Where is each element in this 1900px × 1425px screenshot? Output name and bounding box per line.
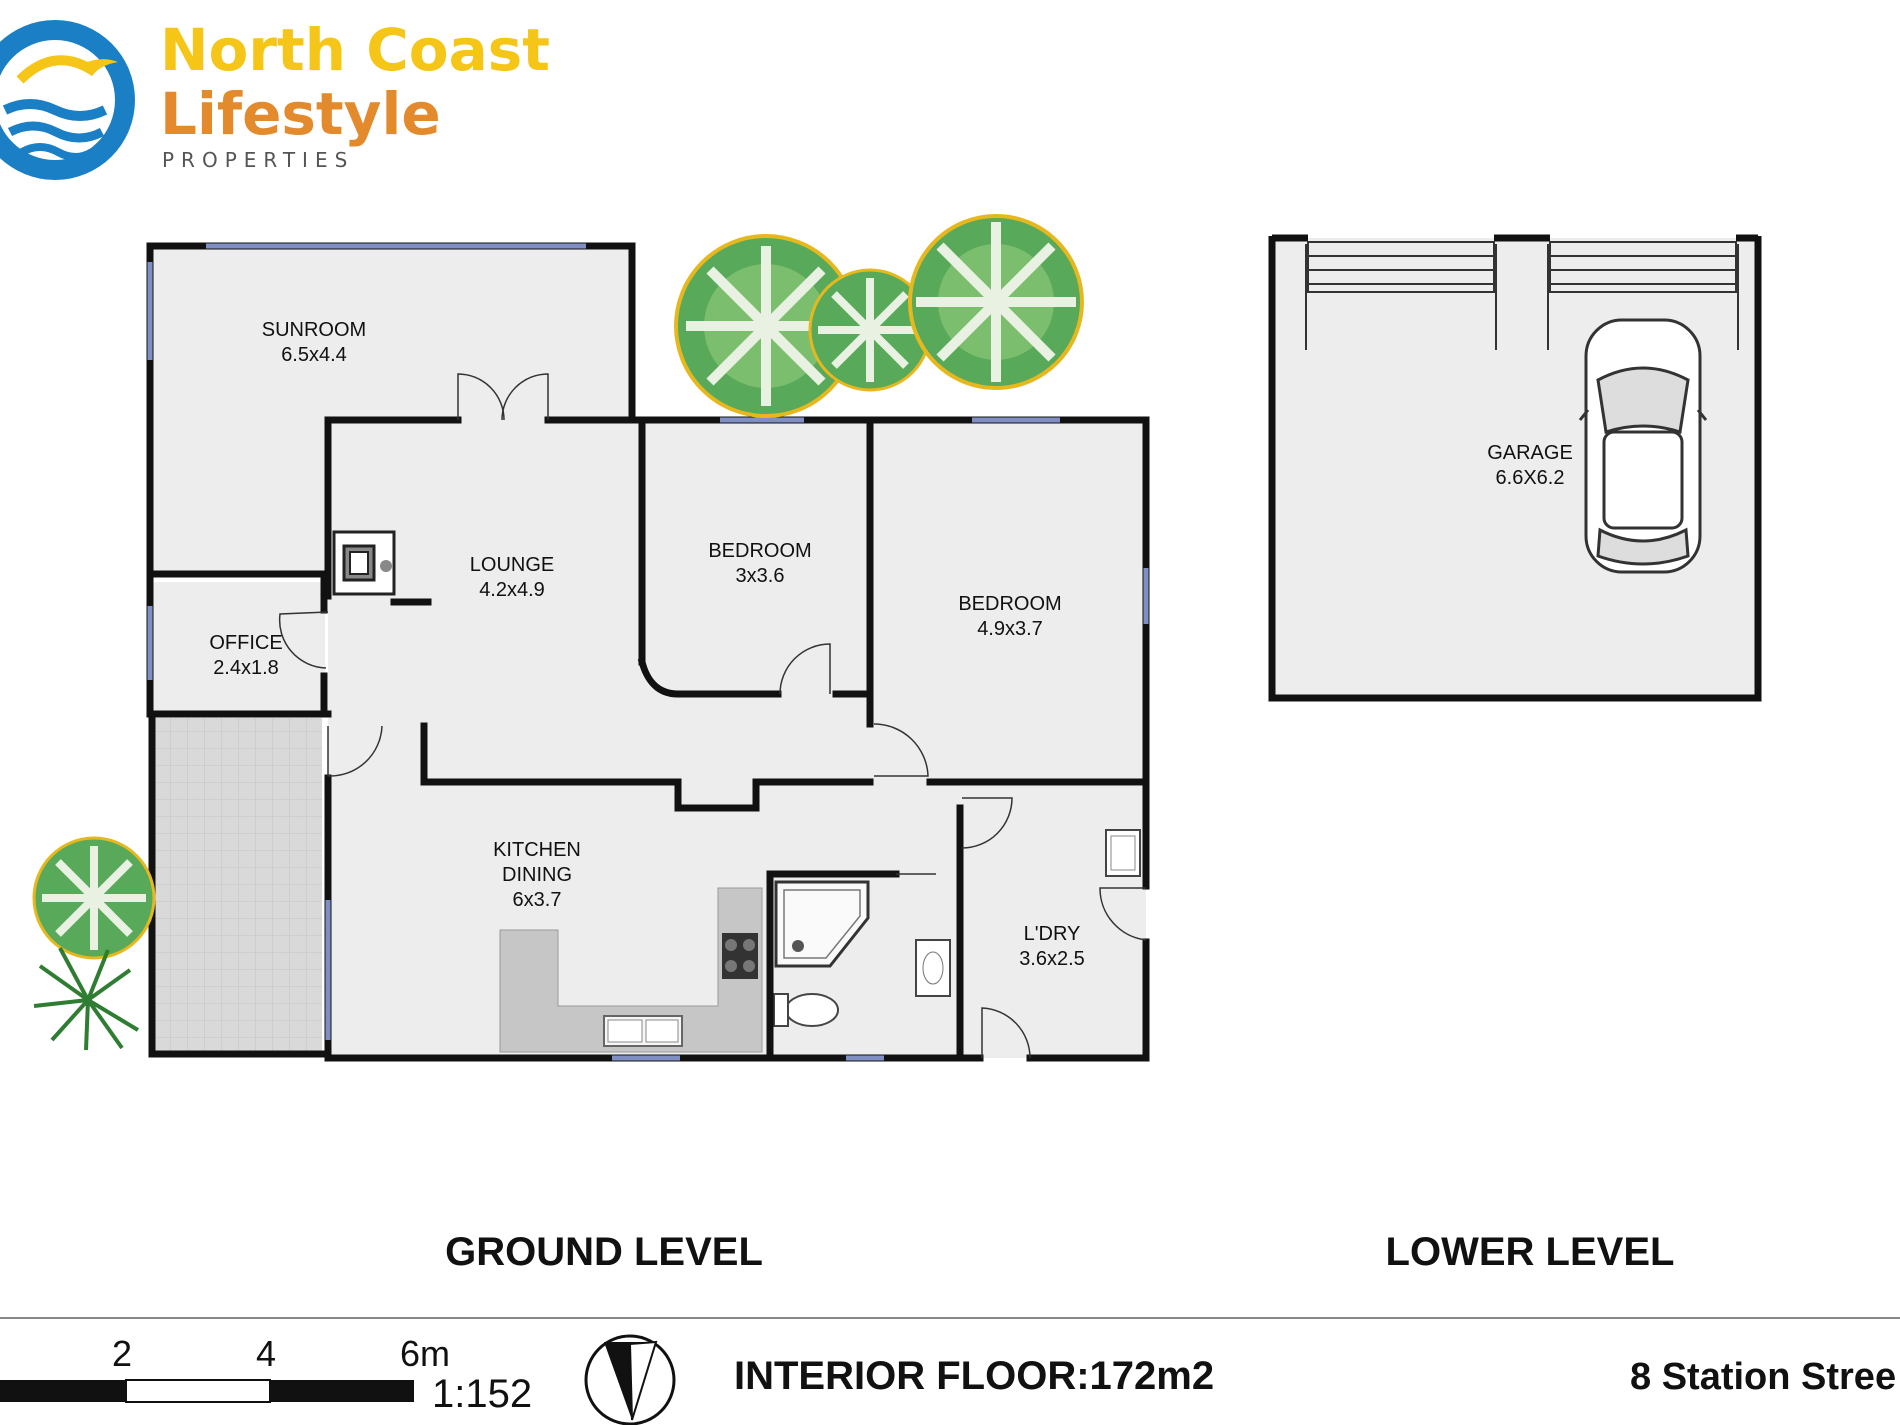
room-name: BEDROOM bbox=[958, 593, 1062, 615]
scale-tick-2: 2 bbox=[112, 1333, 133, 1374]
toilet-icon bbox=[785, 993, 839, 1027]
room-size: 6.5x4.4 bbox=[281, 344, 347, 366]
level-title-lower: LOWER LEVEL bbox=[1385, 1230, 1675, 1274]
room-size: 6.6X6.2 bbox=[1495, 467, 1565, 489]
office-floor bbox=[150, 582, 325, 714]
brand-line-1: North Coast bbox=[160, 16, 550, 84]
fireplace-icon bbox=[332, 530, 396, 596]
basin-icon bbox=[915, 939, 951, 997]
bathroom bbox=[773, 880, 951, 1027]
bedroom2-floor bbox=[870, 422, 1146, 782]
tree-icon-3 bbox=[908, 214, 1084, 390]
tree-icon-2 bbox=[808, 268, 932, 392]
patio-floor bbox=[152, 718, 322, 1054]
room-name: KITCHEN bbox=[493, 839, 581, 861]
room-size: 6x3.7 bbox=[512, 889, 562, 911]
doors bbox=[278, 373, 1147, 1059]
room-name: LOUNGE bbox=[469, 554, 555, 576]
room-label-kitchen: KITCHEN DINING 6x3.7 bbox=[445, 838, 629, 913]
room-name: GARAGE bbox=[1487, 442, 1573, 464]
windows bbox=[147, 243, 1149, 1061]
room-label-garage: GARAGE 6.6X6.2 bbox=[1438, 441, 1622, 491]
room-name-2: DINING bbox=[502, 864, 572, 886]
brand-line-2: Lifestyle bbox=[160, 80, 441, 148]
logo-mark-icon bbox=[0, 20, 135, 180]
room-label-office: OFFICE 2.4x1.8 bbox=[154, 631, 338, 681]
room-size: 3.6x2.5 bbox=[1019, 948, 1085, 970]
hall-floor bbox=[642, 694, 870, 782]
scale-tick-4: 4 bbox=[256, 1333, 277, 1374]
room-label-bedroom-2: BEDROOM 4.9x3.7 bbox=[918, 592, 1102, 642]
room-label-sunroom: SUNROOM 6.5x4.4 bbox=[222, 318, 406, 368]
garage-door-right-icon bbox=[1547, 241, 1739, 350]
cooktop-icon bbox=[722, 933, 758, 979]
room-label-lounge: LOUNGE 4.2x4.9 bbox=[420, 553, 604, 603]
scale-ratio: 1:152 bbox=[432, 1372, 533, 1416]
bedroom1-floor bbox=[642, 422, 870, 694]
level-title-ground: GROUND LEVEL bbox=[445, 1230, 763, 1274]
room-label-bedroom-1: BEDROOM 3x3.6 bbox=[668, 539, 852, 589]
room-size: 3x3.6 bbox=[735, 565, 785, 587]
north-arrow-icon bbox=[584, 1334, 676, 1425]
scale-bar bbox=[0, 1379, 414, 1403]
scale-tick-6m: 6m bbox=[400, 1333, 451, 1374]
kitchen-counters bbox=[499, 887, 763, 1053]
room-name: OFFICE bbox=[209, 632, 283, 654]
garage-door-left-icon bbox=[1305, 241, 1497, 350]
property-address: 8 Station Stree bbox=[1630, 1356, 1897, 1398]
interior-floor-area: INTERIOR FLOOR:172m2 bbox=[734, 1354, 1215, 1398]
room-name: SUNROOM bbox=[261, 319, 367, 341]
tree-icon-4 bbox=[32, 836, 156, 960]
shrub-icon bbox=[33, 947, 140, 1051]
car-icon bbox=[1578, 318, 1708, 574]
laundry-tub-icon bbox=[1105, 829, 1141, 877]
brand-line-3: PROPERTIES bbox=[162, 148, 355, 172]
room-size: 2.4x1.8 bbox=[213, 657, 279, 679]
tree-icon-1 bbox=[674, 234, 858, 418]
lounge-floor bbox=[328, 422, 642, 782]
room-name: L'DRY bbox=[1023, 923, 1081, 945]
room-size: 4.9x3.7 bbox=[977, 618, 1043, 640]
room-name: BEDROOM bbox=[708, 540, 812, 562]
garage bbox=[1268, 234, 1762, 702]
room-label-laundry: L'DRY 3.6x2.5 bbox=[960, 922, 1144, 972]
room-size: 4.2x4.9 bbox=[479, 579, 545, 601]
